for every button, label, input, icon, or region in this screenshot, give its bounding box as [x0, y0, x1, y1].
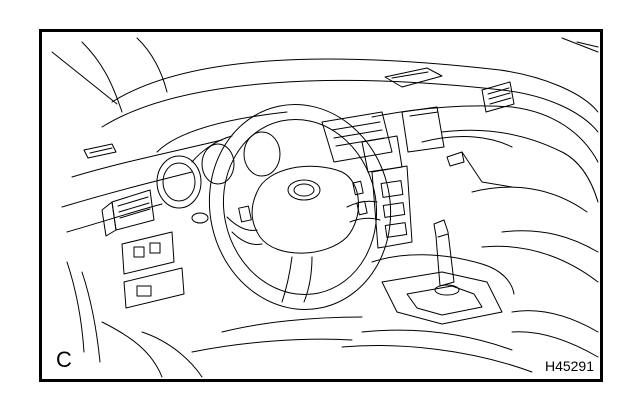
view-label: C: [56, 347, 72, 372]
center-console-lower: [192, 255, 598, 372]
dash-switch: [192, 213, 208, 223]
car-interior-drawing: [42, 32, 600, 379]
left-defrost-vent: [84, 144, 116, 158]
right-air-vent: [482, 82, 514, 112]
glove-box: [422, 137, 512, 166]
dash-top-speaker-vent: [385, 68, 442, 87]
dashboard-top-lines: [52, 38, 598, 132]
instrument-cluster: [157, 112, 287, 208]
gear-shift-lever: [434, 220, 459, 295]
center-console-stack: [322, 107, 444, 248]
dashboard-body: [62, 106, 598, 282]
left-dash-air-vent: [102, 190, 154, 236]
steering-wheel: [191, 88, 410, 327]
figure-code: H45291: [544, 358, 594, 374]
lower-floor-lines: [102, 322, 202, 377]
figure-frame: C H45291: [39, 29, 603, 382]
lower-left-panel: [67, 232, 184, 362]
